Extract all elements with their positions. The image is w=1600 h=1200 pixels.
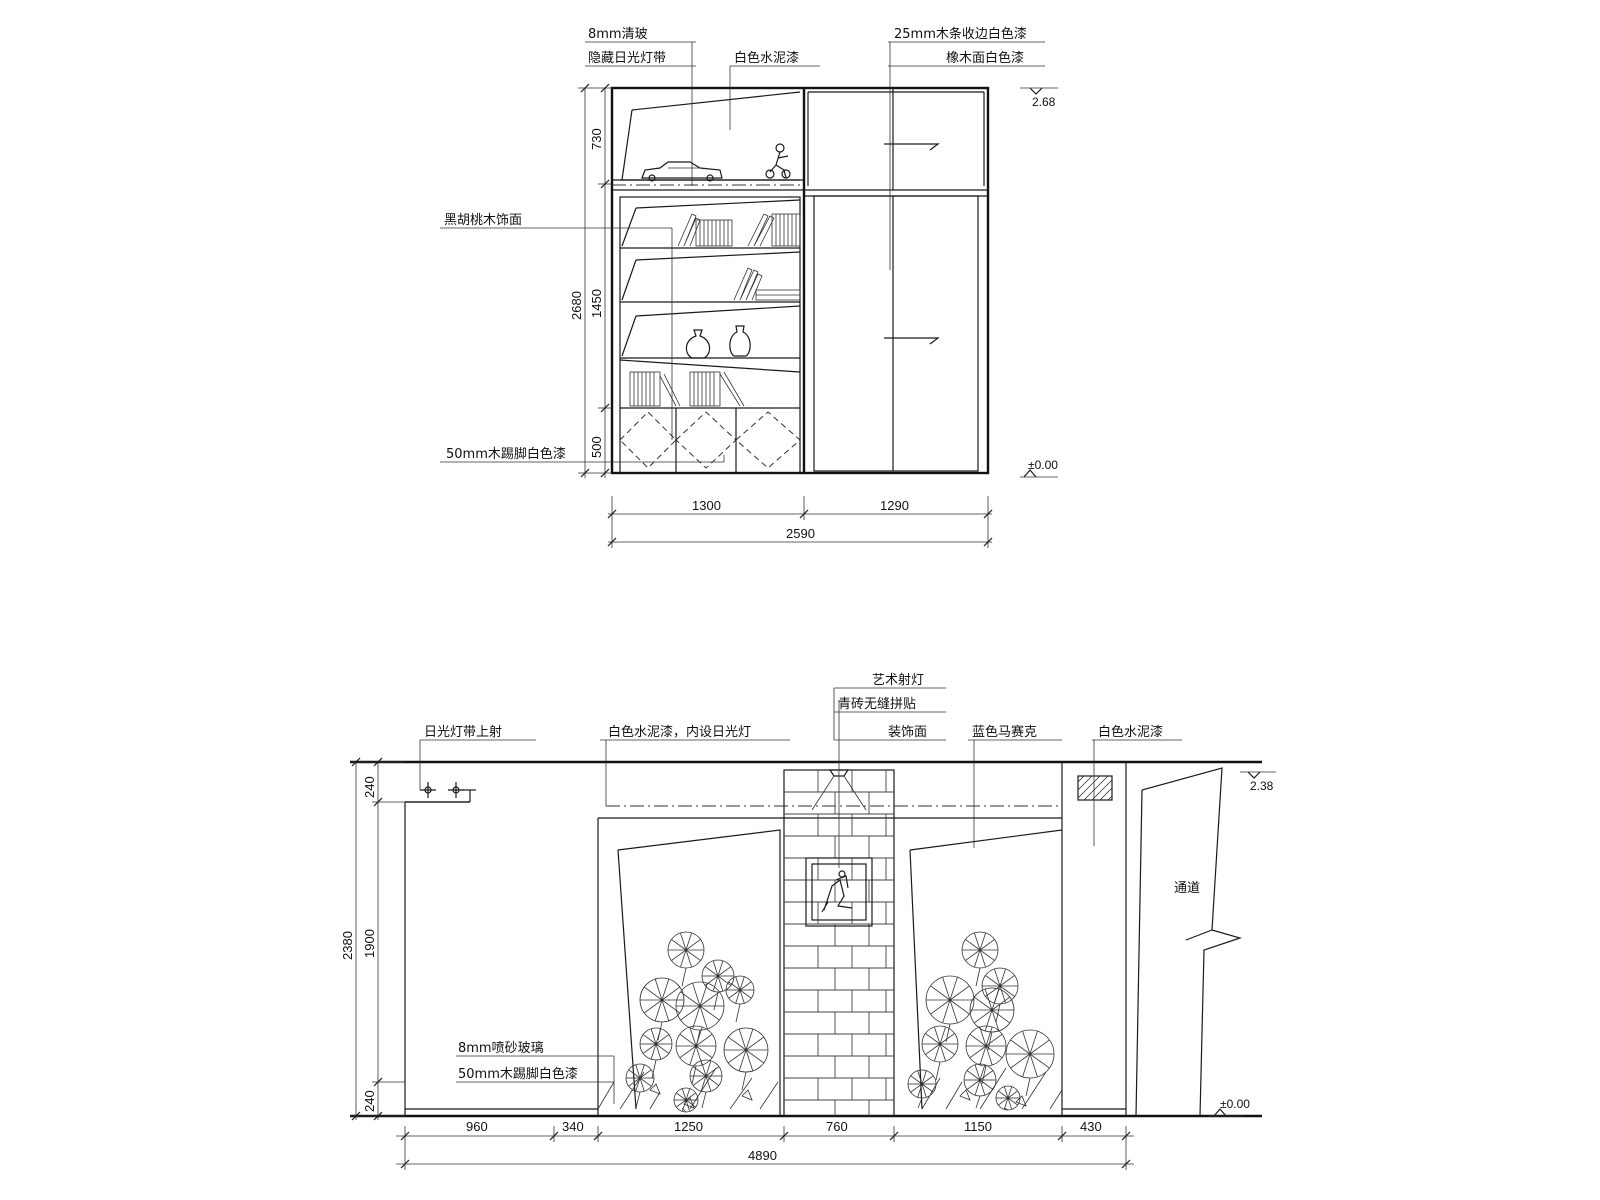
dim-w4: 760 bbox=[826, 1119, 848, 1134]
dim-w-total: 2590 bbox=[786, 526, 815, 541]
flower-wheel-icon bbox=[1005, 1029, 1055, 1097]
label-skirting: 50mm木踢脚白色漆 bbox=[446, 446, 566, 462]
flower-wheel-icon bbox=[639, 1027, 673, 1079]
flower-wheel-icon bbox=[723, 1027, 769, 1091]
dim-total-height: 2680 bbox=[569, 291, 584, 320]
flower-wheel-icon bbox=[689, 1059, 723, 1109]
flower-wheel-icon bbox=[961, 931, 999, 987]
spotlight-icon bbox=[811, 700, 867, 868]
brick-column bbox=[783, 700, 895, 1117]
label-frosted-glass: 8mm喷砂玻璃 bbox=[458, 1041, 544, 1056]
wall-outline bbox=[350, 760, 1262, 1118]
bottom-level-marks: 2.38 ±0.00 bbox=[1208, 771, 1276, 1117]
books-row-2 bbox=[733, 267, 801, 301]
books-row-1 bbox=[677, 213, 801, 247]
figurine-icon bbox=[765, 143, 791, 179]
label-skirting-bottom: 50mm木踢脚白色漆 bbox=[458, 1066, 578, 1082]
dim-w3: 1250 bbox=[674, 1119, 703, 1134]
dim-h-middle: 1450 bbox=[589, 289, 604, 318]
vase-icon bbox=[685, 325, 751, 359]
flower-wheel-icon bbox=[639, 977, 685, 1041]
flower-wheel-icon bbox=[921, 1025, 959, 1081]
label-wood-trim: 25mm木条收边白色漆 bbox=[894, 26, 1027, 42]
dim-w-total-bottom: 4890 bbox=[748, 1148, 777, 1163]
flower-wheel-icon bbox=[925, 975, 975, 1043]
flower-wheel-icon bbox=[675, 1025, 717, 1085]
artwork-figure-icon bbox=[821, 870, 853, 913]
dim-w2: 340 bbox=[562, 1119, 584, 1134]
top-horizontal-dims: 1300 1290 2590 bbox=[607, 496, 993, 548]
level-floor-bottom: ±0.00 bbox=[1220, 1097, 1250, 1111]
passage-opening bbox=[1135, 767, 1243, 1117]
flower-wheel-icon bbox=[969, 987, 1015, 1051]
dim-w5: 1150 bbox=[964, 1119, 992, 1134]
flower-wheel-icon bbox=[963, 1063, 997, 1109]
bottom-vertical-dims: 2380 240 1900 240 bbox=[340, 757, 405, 1121]
bottom-labels: 日光灯带上射 白色水泥漆，内设日光灯 艺术射灯 青砖无缝拼贴 装饰面 蓝色马赛克… bbox=[424, 672, 1200, 1082]
label-brick-tile: 青砖无缝拼贴 bbox=[838, 697, 916, 712]
label-blue-mosaic: 蓝色马赛克 bbox=[972, 724, 1037, 740]
label-hidden-light: 隐藏日光灯带 bbox=[588, 51, 666, 66]
label-white-cement-light: 白色水泥漆，内设日光灯 bbox=[608, 724, 751, 740]
floor-hatching bbox=[597, 1067, 1063, 1110]
dim-h-lower: 500 bbox=[589, 436, 604, 458]
top-elevation: 8mm清玻 隐藏日光灯带 白色水泥漆 25mm木条收边白色漆 橡木面白色漆 黑胡… bbox=[440, 26, 1058, 548]
top-vertical-dims: 2680 730 1450 500 bbox=[569, 83, 612, 478]
bottom-horizontal-dims: 960 340 1250 760 1150 430 4890 bbox=[396, 1119, 1134, 1170]
flower-wheel-icon bbox=[625, 1063, 655, 1109]
label-light-up: 日光灯带上射 bbox=[424, 724, 502, 740]
label-oak-face: 橡木面白色漆 bbox=[946, 50, 1024, 66]
label-glass: 8mm清玻 bbox=[588, 27, 648, 42]
brick-pattern bbox=[784, 770, 894, 1116]
flower-wheel-icon bbox=[907, 1069, 937, 1109]
dim-h-bottom: 240 bbox=[362, 1090, 377, 1112]
label-passage: 通道 bbox=[1174, 881, 1200, 896]
light-strip-fixture bbox=[405, 782, 476, 803]
flower-wheel-icon bbox=[995, 1085, 1021, 1111]
level-top: 2.68 bbox=[1032, 95, 1056, 109]
level-floor: ±0.00 bbox=[1028, 458, 1058, 472]
dim-total-height-bottom: 2380 bbox=[340, 931, 355, 960]
dim-w1: 960 bbox=[466, 1119, 488, 1134]
top-leaders bbox=[440, 41, 1045, 463]
dim-h-top: 240 bbox=[362, 776, 377, 798]
label-walnut-face: 黑胡桃木饰面 bbox=[444, 213, 522, 228]
flower-wheel-icon bbox=[965, 1025, 1007, 1085]
level-top-bottom: 2.38 bbox=[1250, 779, 1274, 793]
dim-w-left: 1300 bbox=[692, 498, 721, 513]
flower-wheel-icon bbox=[701, 959, 735, 1011]
top-labels: 8mm清玻 隐藏日光灯带 白色水泥漆 25mm木条收边白色漆 橡木面白色漆 黑胡… bbox=[444, 26, 1027, 462]
bottom-elevation: 日光灯带上射 白色水泥漆，内设日光灯 艺术射灯 青砖无缝拼贴 装饰面 蓝色马赛克… bbox=[340, 672, 1276, 1170]
dim-w-right: 1290 bbox=[880, 498, 909, 513]
car-icon bbox=[641, 161, 723, 182]
flower-wheel-icon bbox=[673, 1087, 699, 1113]
door-swing-marks bbox=[884, 143, 940, 345]
upper-niche bbox=[620, 91, 801, 182]
dim-w6: 430 bbox=[1080, 1119, 1102, 1134]
flower-wheel-icon bbox=[981, 967, 1019, 1023]
books-row-3 bbox=[629, 371, 745, 407]
bookshelf bbox=[619, 143, 940, 474]
bottom-leaders bbox=[419, 687, 1182, 1104]
flower-wheel-icon bbox=[667, 931, 705, 987]
dim-h-upper: 730 bbox=[589, 128, 604, 150]
label-art-spotlight: 艺术射灯 bbox=[872, 672, 924, 688]
label-white-cement: 白色水泥漆 bbox=[1098, 724, 1163, 740]
top-level-marks: 2.68 ±0.00 bbox=[1020, 87, 1058, 478]
vent-box bbox=[1077, 775, 1113, 801]
dim-h-middle-bottom: 1900 bbox=[362, 929, 377, 958]
skirting-diamonds bbox=[619, 408, 801, 473]
flower-wheel-icon bbox=[725, 975, 755, 1023]
label-deco-face: 装饰面 bbox=[888, 725, 927, 740]
label-white-cement-paint: 白色水泥漆 bbox=[734, 50, 799, 66]
flower-decoration bbox=[625, 931, 1055, 1113]
